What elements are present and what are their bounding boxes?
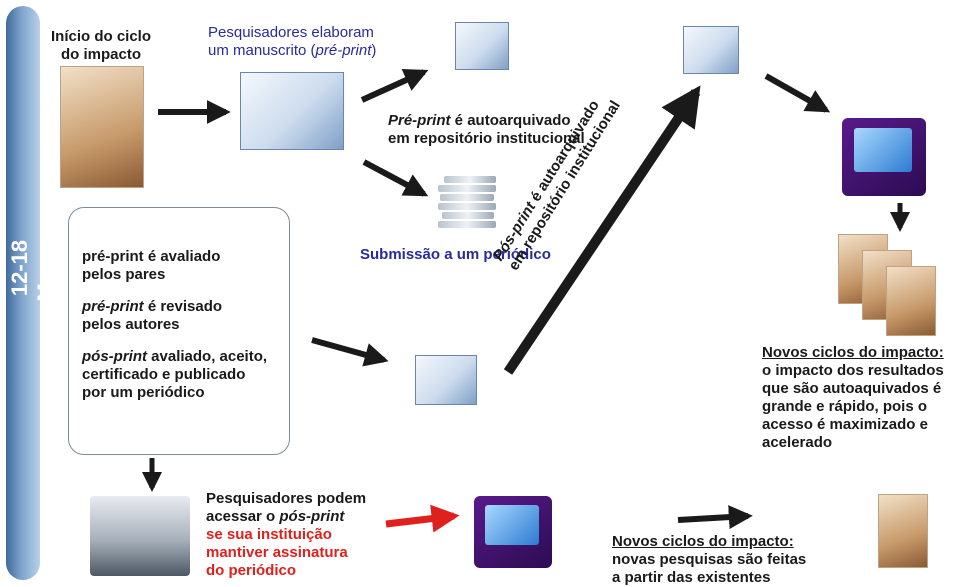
start-line2: do impacto: [60, 46, 141, 63]
bottom-computer-icon: [474, 496, 552, 568]
lab-photo: [60, 66, 144, 188]
review-p3-line1: pós-print avaliado, aceito,: [82, 348, 282, 366]
review-p3-em: pós-print: [82, 348, 147, 365]
lab-photo-bottom: [878, 494, 928, 568]
new-cycles-right-line: que são autoaquivados é: [762, 380, 942, 397]
manuscript-label: Pesquisadores elaboram um manuscrito (pr…: [208, 24, 408, 60]
new-cycles-right-title: Novos ciclos do impacto:: [762, 344, 944, 361]
review-p2-rest: é revisado: [143, 298, 223, 315]
review-p3-line3: por um periódico: [82, 384, 205, 401]
red-arrow-to-computer: [385, 504, 460, 533]
access-line2-em: pós-print: [279, 508, 345, 525]
review-p2-line1: pré-print é revisado: [82, 298, 282, 316]
arrow-manuscript-to-submission: [362, 159, 429, 197]
manuscript-line2-pre: um manuscrito (: [208, 42, 316, 59]
new-cycles-bottom: Novos ciclos do impacto: novas pesquisas…: [612, 533, 842, 587]
review-p1-line2: pelos pares: [82, 266, 166, 283]
preprint-archive-rest: é autoarquivado: [450, 112, 571, 129]
review-box-text: pré-print é avaliado pelos pares pré-pri…: [82, 248, 282, 402]
access-red-line: do periódico: [206, 562, 296, 579]
bottom-computer-screen: [485, 505, 539, 545]
new-cycles-right: Novos ciclos do impacto: o impacto dos r…: [762, 344, 954, 452]
manuscript-document-icon: [240, 72, 344, 150]
new-cycles-bottom-title: Novos ciclos do impacto:: [612, 533, 794, 550]
new-cycles-bottom-line: novas pesquisas são feitas: [612, 551, 807, 568]
manuscript-line2: um manuscrito (pré-print): [208, 42, 408, 60]
review-p3-rest: avaliado, aceito,: [147, 348, 268, 365]
preprint-archive-label: Pré-print é autoarquivado em repositório…: [388, 112, 628, 148]
preprint-archive-em: Pré-print: [388, 112, 451, 129]
open-book-icon: [90, 496, 190, 576]
start-label: Início do ciclo do impacto: [46, 28, 156, 64]
access-red-line: se sua instituição: [206, 526, 332, 543]
computer-screen: [854, 128, 912, 172]
manuscript-line2-em: pré-print: [315, 42, 372, 59]
preprint-archive-document-icon: [455, 22, 509, 70]
preprint-archive-line2: em repositório institucional: [388, 130, 585, 147]
access-line2: acessar o pós-print: [206, 508, 406, 526]
access-line1: Pesquisadores podem: [206, 490, 367, 507]
review-p1-line1: pré-print é avaliado: [82, 248, 221, 265]
review-box: [68, 207, 290, 455]
arrow-to-computer: [764, 73, 831, 113]
submission-label: Submissão a um periódico: [360, 246, 551, 263]
new-cycles-right-line: o impacto dos resultados: [762, 362, 944, 379]
arrow-review-to-postprint: [311, 337, 389, 367]
postprint-document-icon: [415, 355, 477, 405]
new-cycles-bottom-line: a partir das existentes: [612, 569, 771, 586]
book-stack-icon: [438, 176, 496, 236]
top-right-document-icon: [683, 26, 739, 74]
researchers-access-label: Pesquisadores podem acessar o pós-print …: [206, 490, 406, 580]
review-p3-line2: certificado e publicado: [82, 366, 246, 383]
computer-icon: [842, 118, 926, 196]
new-cycles-right-line: grande e rápido, pois o: [762, 398, 928, 415]
access-red-line: mantiver assinatura: [206, 544, 348, 561]
preprint-archive-line1: Pré-print é autoarquivado: [388, 112, 628, 130]
timeline-sidebar: [6, 6, 40, 580]
manuscript-line1: Pesquisadores elaboram: [208, 24, 374, 41]
new-cycles-right-line: acelerado: [762, 434, 833, 451]
new-cycles-right-line: acesso é maximizado e: [762, 416, 928, 433]
lab-photo-3: [886, 266, 936, 336]
review-p2-em: pré-print: [82, 298, 144, 315]
arrow-postprint-archive: [503, 85, 701, 375]
arrow-manuscript-to-archive: [360, 68, 429, 103]
arrow-to-new-research: [677, 505, 753, 530]
access-line2-pre: acessar o: [206, 508, 280, 525]
start-line1: Início do ciclo: [50, 28, 151, 45]
review-p2-line2: pelos autores: [82, 316, 180, 333]
manuscript-line2-post: ): [371, 42, 377, 59]
